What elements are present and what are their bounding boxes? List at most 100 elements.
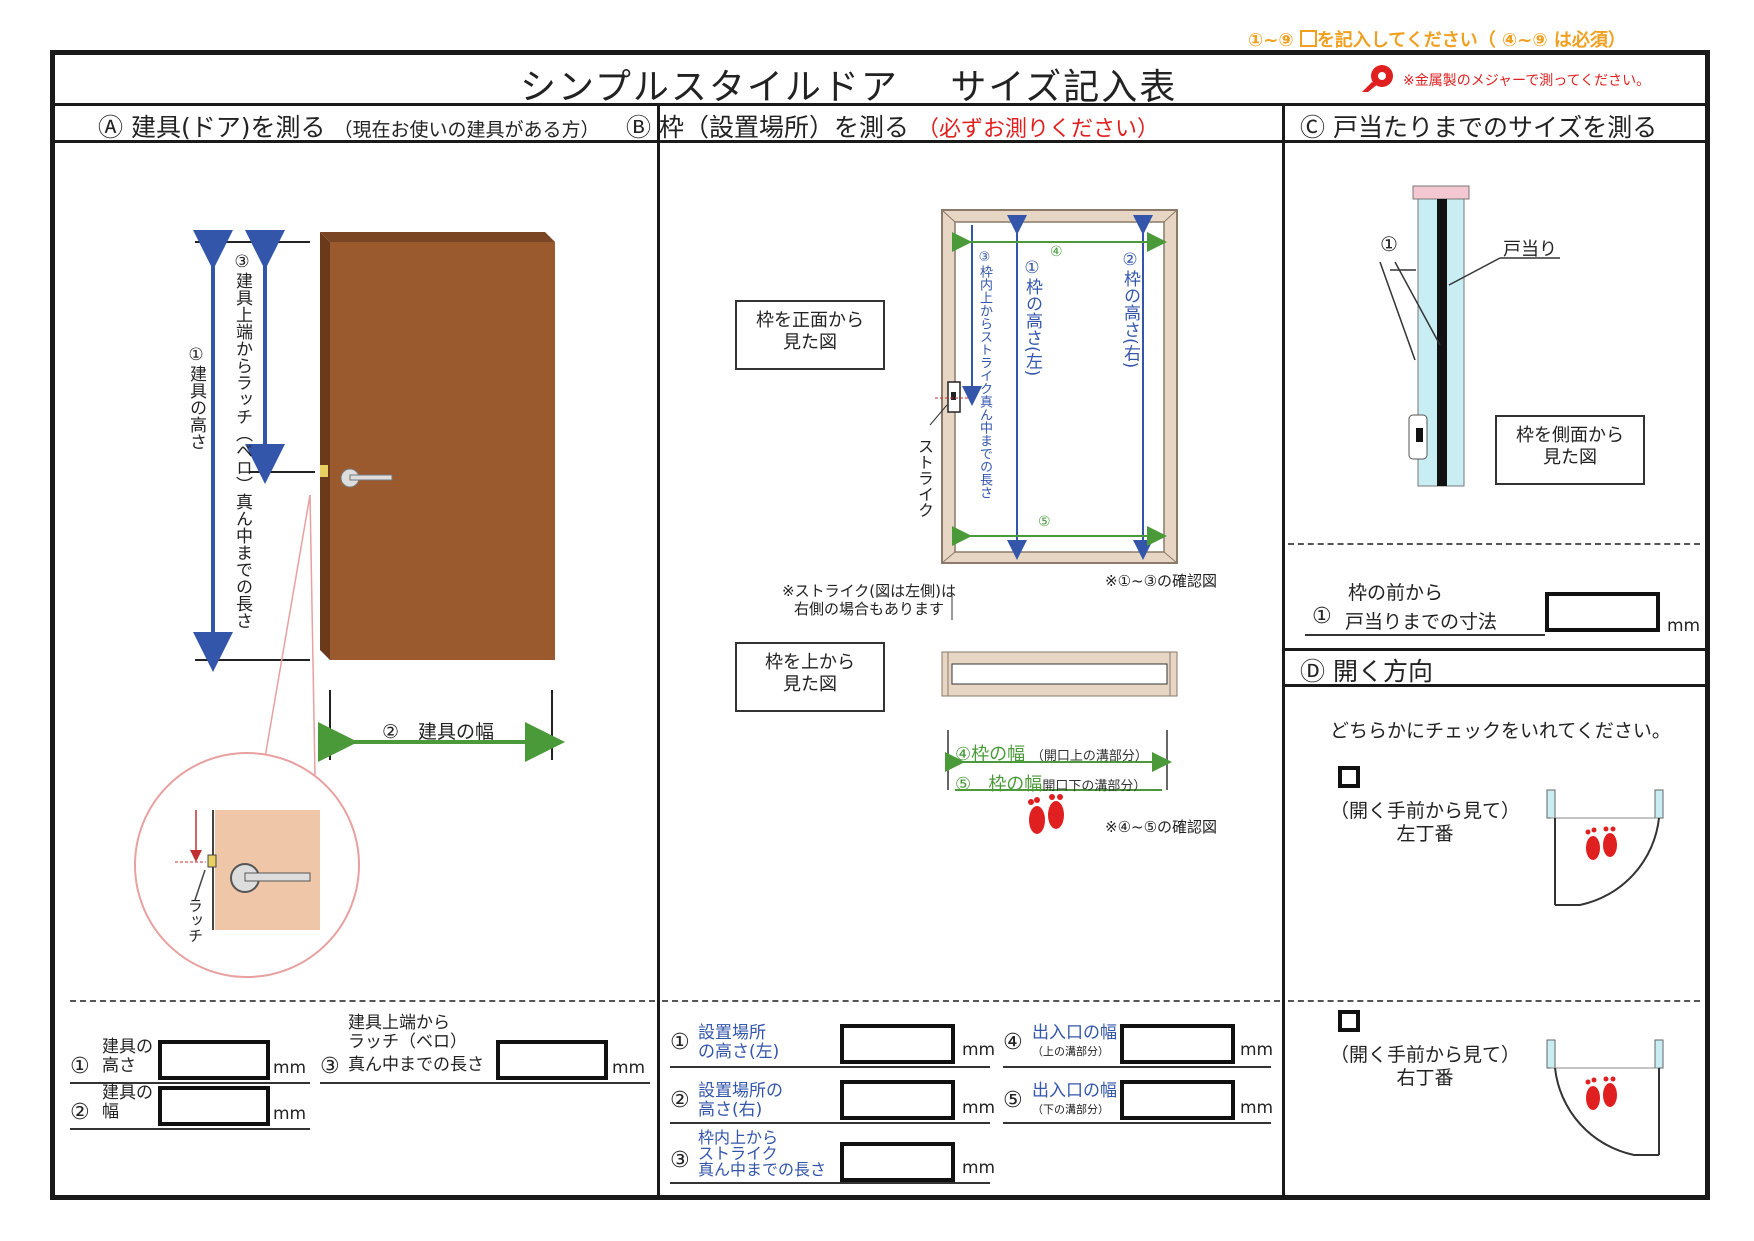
- divider: [657, 103, 660, 1197]
- unit-mm: mm: [1240, 1098, 1274, 1118]
- right-hinge-label: （開く手前から見て）右丁番: [1330, 1044, 1520, 1090]
- door-width-label: ② 建具の幅: [382, 721, 495, 743]
- unit-mm: mm: [962, 1158, 996, 1178]
- caption-line: 枠を正面から: [756, 310, 864, 331]
- door-width-input[interactable]: [158, 1086, 270, 1126]
- section-d-badge: Ⓓ: [1300, 657, 1326, 686]
- underline: [70, 1082, 310, 1084]
- field-num: ①: [70, 1054, 90, 1079]
- field-label: 建具の幅: [102, 1084, 153, 1122]
- door-height-input[interactable]: [158, 1040, 270, 1080]
- caption-line: 見た図: [783, 332, 837, 353]
- section-a-title: 建具(ドア)を測る: [130, 113, 326, 142]
- num-1-label: ①: [1380, 232, 1398, 256]
- field-num: ②: [670, 1088, 690, 1113]
- width-4-main: ④枠の幅: [955, 744, 1026, 765]
- field-label-line: ラッチ（ベロ）: [348, 1032, 467, 1052]
- field-label-line: 出入口の幅: [1032, 1023, 1117, 1043]
- field-label-line: 幅: [102, 1102, 119, 1122]
- caption-side-view: 枠を側面から見た図: [1495, 415, 1645, 485]
- door-stop-label: 戸当り: [1503, 239, 1557, 260]
- unit-mm: mm: [962, 1040, 996, 1060]
- note-line: 右側の場合もあります: [793, 600, 944, 618]
- field-label: 建具の高さ: [102, 1038, 153, 1076]
- underline: [670, 1066, 990, 1068]
- direction-instruction: どちらかにチェックをいれてください。: [1330, 720, 1671, 742]
- field-label-line: 設置場所: [698, 1023, 766, 1043]
- right-hinge-checkbox[interactable]: [1338, 1010, 1360, 1032]
- form-sheet: [50, 50, 1710, 1200]
- field-label-line: 建具の: [102, 1083, 153, 1103]
- left-hinge-label: （開く手前から見て）左丁番: [1330, 800, 1520, 846]
- left-hinge-checkbox[interactable]: [1338, 766, 1360, 788]
- width-5-main: 枠の幅: [988, 774, 1043, 795]
- field-label: 設置場所の高さ(左): [698, 1024, 779, 1062]
- stop-field-label-line1: 枠の前から: [1348, 582, 1444, 604]
- latch-length-input[interactable]: [496, 1040, 608, 1080]
- door-stop-depth-input[interactable]: [1545, 592, 1660, 632]
- field-num: ③: [670, 1148, 690, 1173]
- opening-width-top-input[interactable]: [1120, 1024, 1235, 1064]
- frame-height-right-input[interactable]: [840, 1080, 955, 1120]
- unit-mm: mm: [1667, 616, 1701, 636]
- section-b-badge: Ⓑ: [626, 113, 652, 142]
- field-label-line: 枠内上から: [698, 1128, 779, 1147]
- field-label: 建具上端からラッチ（ベロ）: [348, 1014, 467, 1052]
- section-a-subtitle: （現在お使いの建具がある方）: [333, 119, 600, 141]
- field-label-line: 高さ(右): [698, 1100, 763, 1120]
- field-num: ④: [1003, 1030, 1023, 1055]
- field-num: ⑤: [1003, 1088, 1023, 1113]
- confirm-1-3: ※①~③の確認図: [1105, 572, 1218, 590]
- confirm-4-5: ※④~⑤の確認図: [1105, 818, 1218, 836]
- label-line: 左丁番: [1396, 823, 1454, 845]
- underline: [320, 1082, 650, 1084]
- field-label-line: 設置場所の: [698, 1081, 783, 1101]
- divider: [1282, 103, 1285, 1197]
- stop-field-label-line2: 戸当りまでの寸法: [1345, 611, 1498, 633]
- field-label-line: 建具上端から: [348, 1013, 450, 1033]
- divider: [1284, 648, 1705, 651]
- field-num: ①: [670, 1030, 690, 1055]
- caption-top-view: 枠を上から見た図: [735, 642, 885, 712]
- section-a-header: Ⓐ 建具(ドア)を測る （現在お使いの建具がある方）: [98, 108, 599, 144]
- num-5-label: ⑤: [1038, 514, 1051, 530]
- divider: [55, 103, 1705, 106]
- section-d-header: Ⓓ 開く方向: [1300, 652, 1433, 688]
- frame-height-left-input[interactable]: [840, 1024, 955, 1064]
- unit-mm: mm: [612, 1058, 646, 1078]
- strike-note: ※ストライク(図は左側)は右側の場合もあります: [782, 582, 956, 618]
- field-label-line: ストライク: [698, 1144, 778, 1163]
- field-label-line: 建具の: [102, 1037, 153, 1057]
- field-label-line: の高さ(左): [698, 1042, 780, 1062]
- width-4-sub: （開口上の溝部分）: [1030, 749, 1148, 764]
- unit-mm: mm: [1240, 1040, 1274, 1060]
- strike-length-input[interactable]: [840, 1142, 955, 1182]
- checkbox-sample-icon: [1299, 30, 1317, 47]
- caption-line: 枠を側面から: [1516, 425, 1624, 446]
- underline: [1305, 634, 1545, 636]
- notice-required-range: ④~⑨: [1502, 30, 1548, 51]
- section-c-title: 戸当たりまでのサイズを測る: [1332, 113, 1658, 142]
- page-title: シンプルスタイルドア サイズ記入表: [520, 67, 1178, 108]
- dashed-separator: [1288, 543, 1700, 545]
- field-label-line: （下の溝部分）: [1032, 1103, 1109, 1116]
- field-label: 真ん中までの長さ: [348, 1055, 484, 1075]
- width-5-sub: 開口下の溝部分）: [1042, 779, 1147, 794]
- section-a-badge: Ⓐ: [98, 113, 124, 142]
- opening-width-bottom-input[interactable]: [1120, 1080, 1235, 1120]
- label-line: （開く手前から見て）: [1330, 1044, 1521, 1066]
- field-label: 枠内上からストライク真ん中までの長さ: [698, 1130, 826, 1178]
- strike-label: ストライク: [915, 438, 934, 518]
- field-label-line: 高さ: [102, 1056, 136, 1076]
- section-d-title: 開く方向: [1332, 657, 1433, 686]
- measure-note: ※金属製のメジャーで測ってください。: [1403, 73, 1651, 89]
- unit-mm: mm: [273, 1104, 307, 1124]
- required-notice: ①~⑨ を記入してください（ ④~⑨ は必須）: [1248, 26, 1626, 52]
- field-label-line: 出入口の幅: [1032, 1081, 1117, 1101]
- tape-measure-icon: [1360, 62, 1400, 98]
- section-b-title: 枠（設置場所）を測る: [658, 113, 909, 142]
- unit-mm: mm: [962, 1098, 996, 1118]
- caption-line: 枠を上から: [765, 652, 855, 673]
- underline: [1003, 1066, 1271, 1068]
- section-c-badge: Ⓒ: [1300, 113, 1326, 142]
